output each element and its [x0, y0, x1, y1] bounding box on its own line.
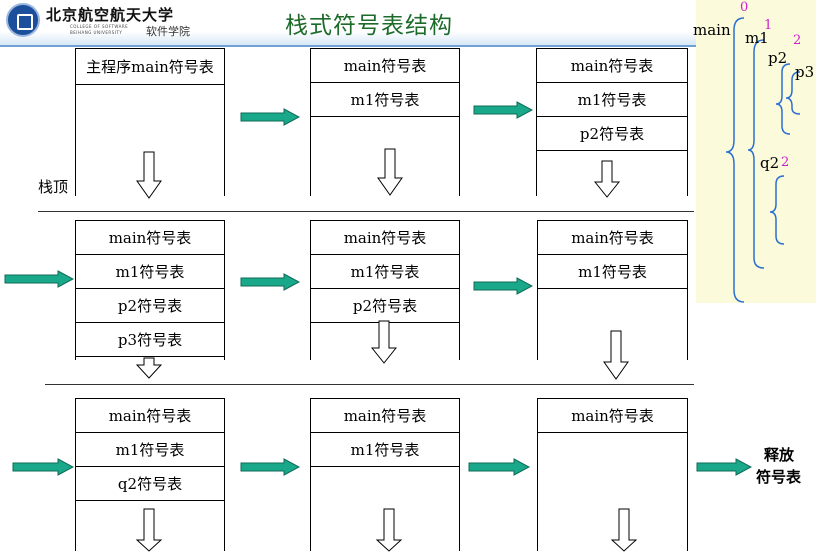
- right-arrow-icon: [468, 458, 530, 476]
- down-arrow-icon: [594, 160, 620, 198]
- stack-cell: main符号表: [311, 221, 459, 255]
- logo-name-en-2: BEIHANG UNIVERSITY: [70, 30, 123, 35]
- down-arrow-icon: [136, 151, 162, 199]
- down-arrow-icon: [371, 320, 397, 364]
- right-arrow-icon: [240, 273, 300, 291]
- stack-cell: main符号表: [311, 399, 459, 433]
- stack-r1-c2: main符号表 m1符号表: [310, 48, 460, 196]
- down-arrow-icon: [136, 357, 162, 379]
- scope-q2: q2: [760, 154, 780, 172]
- right-arrow-icon: [240, 108, 300, 126]
- stack-cell: 主程序main符号表: [76, 49, 224, 85]
- stack-cell: p2符号表: [537, 117, 687, 151]
- stack-cell: m1符号表: [311, 83, 459, 117]
- release-label-line2: 符号表: [756, 468, 802, 486]
- logo-college: 软件学院: [146, 25, 190, 38]
- scope-nesting-panel: [696, 0, 816, 303]
- stack-r1-c3: main符号表 m1符号表 p2符号表: [536, 48, 688, 196]
- stack-cell: m1符号表: [76, 433, 224, 467]
- stack-top-label: 栈顶: [38, 178, 69, 196]
- stack-r1-c1: 主程序main符号表: [75, 48, 225, 196]
- stack-cell: m1符号表: [537, 83, 687, 117]
- stack-cell: main符号表: [537, 49, 687, 83]
- right-arrow-icon: [4, 270, 74, 288]
- level-m1: 1: [764, 18, 773, 33]
- stack-cell: p3符号表: [76, 323, 224, 357]
- right-arrow-icon: [473, 101, 533, 119]
- row-separator-1: [38, 211, 694, 212]
- stack-cell: main符号表: [76, 399, 224, 433]
- stack-cell: main符号表: [311, 49, 459, 83]
- header-divider: [0, 45, 700, 47]
- down-arrow-icon: [611, 508, 637, 552]
- stack-r2-c3: main符号表 m1符号表: [537, 220, 688, 360]
- level-p2: 2: [793, 33, 802, 48]
- right-arrow-icon: [473, 277, 533, 295]
- stack-cell: m1符号表: [76, 255, 224, 289]
- scope-p2: p2: [768, 49, 788, 67]
- header-band: [0, 0, 700, 45]
- scope-braces: [725, 17, 801, 303]
- university-logo: 北京航空航天大学 COLLEGE OF SOFTWARE BEIHANG UNI…: [6, 3, 196, 39]
- stack-cell: main符号表: [538, 399, 687, 433]
- stack-r3-c1: main符号表 m1符号表 q2符号表: [75, 398, 225, 551]
- row-separator-2: [45, 384, 694, 385]
- down-arrow-icon: [376, 508, 402, 552]
- stack-cell: p2符号表: [311, 289, 459, 323]
- university-seal-icon: [6, 3, 40, 37]
- right-arrow-icon: [12, 458, 74, 476]
- down-arrow-icon: [603, 330, 629, 380]
- scope-main: main: [693, 21, 731, 39]
- stack-cell: p2符号表: [76, 289, 224, 323]
- page-title: 栈式符号表结构: [285, 13, 453, 39]
- level-q2: 2: [781, 155, 790, 170]
- stack-cell: main符号表: [538, 221, 687, 255]
- stack-r2-c1: main符号表 m1符号表 p2符号表 p3符号表: [75, 220, 225, 360]
- level-main: 0: [740, 0, 749, 15]
- down-arrow-icon: [377, 148, 403, 196]
- stack-r3-c2: main符号表 m1符号表: [310, 398, 460, 551]
- right-arrow-icon: [240, 458, 300, 476]
- stack-cell: m1符号表: [311, 255, 459, 289]
- stack-cell: q2符号表: [76, 467, 224, 501]
- logo-name-cn: 北京航空航天大学: [46, 6, 175, 24]
- stack-cell: m1符号表: [311, 433, 459, 467]
- stack-r3-c3: main符号表: [537, 398, 688, 551]
- down-arrow-icon: [136, 508, 162, 552]
- scope-m1: m1: [745, 29, 769, 47]
- right-arrow-icon: [696, 458, 752, 476]
- release-label-line1: 释放: [764, 446, 795, 464]
- logo-name-en-1: COLLEGE OF SOFTWARE: [70, 24, 129, 29]
- stack-cell: main符号表: [76, 221, 224, 255]
- stack-cell: m1符号表: [538, 255, 687, 289]
- scope-p3: p3: [795, 63, 815, 81]
